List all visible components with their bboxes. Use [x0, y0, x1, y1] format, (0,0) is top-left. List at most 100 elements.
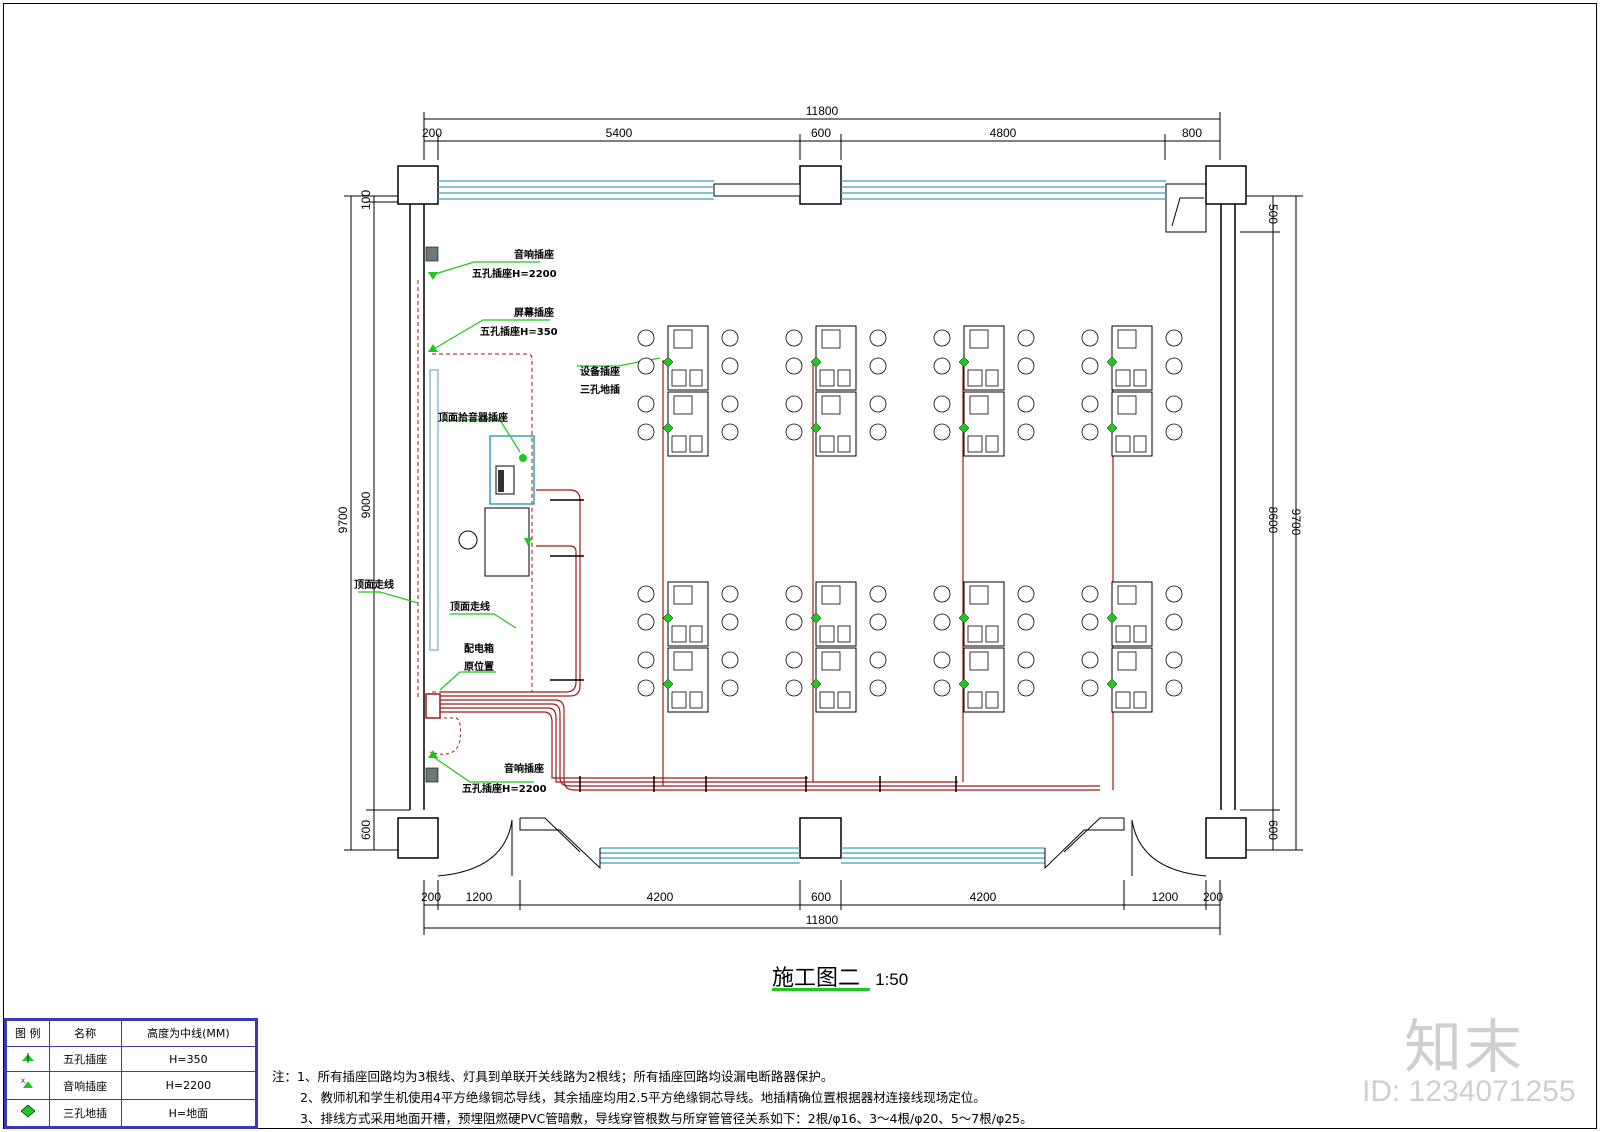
- floor-socket-icon: [958, 678, 970, 690]
- student-chair: [637, 395, 655, 413]
- legend-height: H=2200: [120, 1071, 257, 1100]
- dim-left-top: 100: [359, 190, 373, 210]
- floor-socket-icon: [958, 356, 970, 368]
- drawing-title-block: 施工图二 1:50: [772, 960, 908, 992]
- dim-bottom-seg-4: 600: [811, 890, 831, 904]
- legend-table: 图 例 名称 高度为中线(MM) 五孔插座 H=350 X 音响插座 H=220…: [4, 1018, 258, 1129]
- student-chair: [1081, 423, 1099, 441]
- dim-right-inner: 8600: [1266, 507, 1280, 534]
- drawing-frame: [3, 3, 1597, 1129]
- student-chair: [637, 329, 655, 347]
- student-computer: [689, 435, 703, 453]
- student-chair: [1081, 613, 1099, 631]
- student-chair: [869, 679, 887, 697]
- student-computer: [819, 435, 835, 453]
- floor-socket-icon: [662, 612, 674, 624]
- student-computer: [689, 691, 703, 709]
- student-computer: [1115, 435, 1131, 453]
- left-dimensions: [344, 195, 410, 851]
- dim-right-bottom: 600: [1266, 820, 1280, 840]
- student-monitor: [821, 651, 841, 671]
- audio-socket-icon: X: [6, 1071, 50, 1100]
- student-chair: [637, 423, 655, 441]
- student-chair: [869, 329, 887, 347]
- student-computer: [819, 691, 835, 709]
- student-computer: [1115, 369, 1131, 387]
- top-windows: [438, 180, 1166, 200]
- student-chair: [933, 679, 951, 697]
- student-chair: [721, 585, 739, 603]
- desk-group: [933, 581, 1035, 713]
- five-hole-socket-icon: [6, 1045, 50, 1073]
- dim-top-seg-1: 200: [422, 126, 442, 140]
- dim-bottom-seg-3: 4200: [647, 890, 674, 904]
- student-chair: [1017, 423, 1035, 441]
- legend-header-row: 图 例 名称 高度为中线(MM): [6, 1020, 257, 1047]
- drawing-scale: 1:50: [875, 970, 909, 989]
- floor-socket-icon: [810, 356, 822, 368]
- student-computer: [967, 691, 983, 709]
- student-chair: [721, 651, 739, 669]
- label-five-hole-top: 五孔插座H=2200: [472, 267, 557, 280]
- student-chair: [1017, 585, 1035, 603]
- student-computer: [1133, 369, 1147, 387]
- student-computer: [1133, 435, 1147, 453]
- student-computer: [689, 369, 703, 387]
- floor-socket-icon: [810, 422, 822, 434]
- student-computer: [985, 435, 999, 453]
- student-chair: [785, 329, 803, 347]
- student-chair: [721, 613, 739, 631]
- floor-socket-icon: [1106, 356, 1118, 368]
- student-computer: [1133, 691, 1147, 709]
- student-monitor: [1117, 585, 1137, 605]
- student-chair: [637, 613, 655, 631]
- note-line-1: 注：1、所有插座回路均为3根线、灯具到单联开关线路为2根线；所有插座回路均设漏电…: [272, 1069, 834, 1084]
- legend-height: H=地面: [120, 1098, 257, 1128]
- student-chair: [785, 357, 803, 375]
- floor-socket-icon: [1106, 678, 1118, 690]
- student-chair: [1017, 679, 1035, 697]
- legend-name: 五孔插座: [48, 1045, 122, 1073]
- floor-socket-icon: [1106, 422, 1118, 434]
- label-equip-socket: 设备插座: [580, 365, 620, 378]
- ceiling-wire-box: [432, 353, 533, 693]
- student-chair: [869, 357, 887, 375]
- student-chair: [721, 423, 739, 441]
- right-dimensions: [1240, 195, 1303, 851]
- note-line-2: 2、教师机和学生机使用4平方绝缘铜芯导线，其余插座均用2.5平方绝缘铜芯导线。地…: [300, 1090, 986, 1105]
- label-ceiling-wire-mid: 顶面走线: [450, 600, 490, 613]
- student-chair: [1017, 357, 1035, 375]
- five-hole-socket-mid-icon: [428, 344, 438, 352]
- bottom-windows: [600, 847, 1045, 864]
- student-chair: [785, 679, 803, 697]
- dim-top-seg-2: 5400: [606, 126, 633, 140]
- top-dimensions: [423, 112, 1221, 160]
- student-chair: [1081, 395, 1099, 413]
- floor-socket-icon: [662, 422, 674, 434]
- student-chair: [637, 357, 655, 375]
- label-audio-socket-top: 音响插座: [514, 248, 554, 261]
- label-ceiling-speaker: 顶面拾音器插座: [438, 411, 508, 424]
- teacher-station: [458, 435, 535, 577]
- student-chair: [785, 395, 803, 413]
- student-computer: [985, 369, 999, 387]
- floor-socket-icon: [958, 612, 970, 624]
- legend-name: 音响插座: [48, 1071, 122, 1100]
- student-chair: [933, 395, 951, 413]
- student-chair: [1165, 357, 1183, 375]
- floor-wiring: [440, 360, 1114, 791]
- student-computer: [671, 625, 687, 643]
- teacher-chair: [458, 530, 478, 550]
- walls: [397, 165, 1247, 859]
- student-chair: [1165, 651, 1183, 669]
- student-chair: [1017, 613, 1035, 631]
- student-chair: [869, 651, 887, 669]
- bottom-dimensions: [423, 880, 1221, 935]
- legend-header-name: 名称: [48, 1020, 122, 1047]
- dim-top-seg-4: 4800: [990, 126, 1017, 140]
- teacher-socket-icon: [524, 538, 532, 546]
- legend-row: 五孔插座 H=350: [6, 1045, 257, 1073]
- dim-left-bottom: 600: [359, 820, 373, 840]
- student-computer: [837, 691, 851, 709]
- floor-socket-icon: [6, 1098, 50, 1128]
